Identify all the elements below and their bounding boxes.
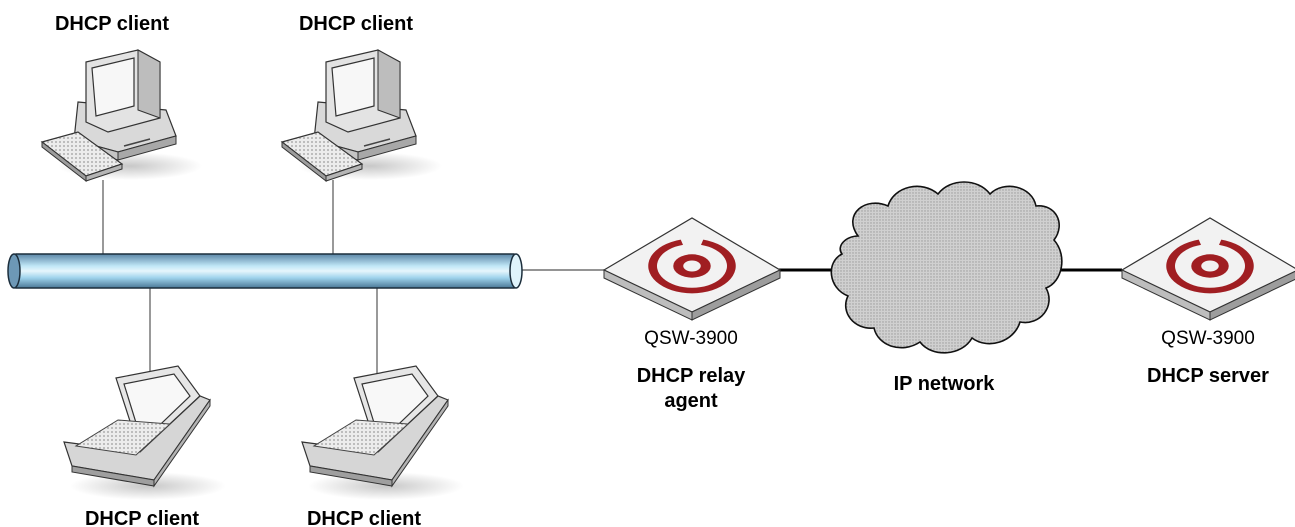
relay-model-label: QSW-3900 — [644, 328, 738, 349]
server-model-label: QSW-3900 — [1161, 328, 1255, 349]
relay-switch-icon — [602, 217, 782, 321]
laptop-icon — [301, 365, 464, 500]
ethernet-bus — [7, 253, 523, 289]
desktop-computer-icon — [280, 49, 442, 183]
relay-logo-icon — [648, 239, 736, 294]
relay-role-label-line2: agent — [664, 390, 718, 412]
connection-lines — [102, 180, 1122, 380]
ip-network-cloud-icon — [830, 181, 1063, 354]
client-label-bottom-left: DHCP client — [85, 508, 199, 527]
client-label-top-right: DHCP client — [299, 13, 413, 35]
relay-role-label-line1: DHCP relay — [637, 365, 746, 387]
client-label-bottom-right: DHCP client — [307, 508, 421, 527]
server-switch-icon — [1120, 217, 1295, 321]
client-label-top-left: DHCP client — [55, 13, 169, 35]
server-role-label: DHCP server — [1147, 365, 1269, 387]
ip-network-label: IP network — [894, 373, 996, 395]
server-logo-icon — [1166, 239, 1254, 294]
desktop-computer-icon — [40, 49, 202, 183]
laptop-icon — [63, 365, 226, 500]
